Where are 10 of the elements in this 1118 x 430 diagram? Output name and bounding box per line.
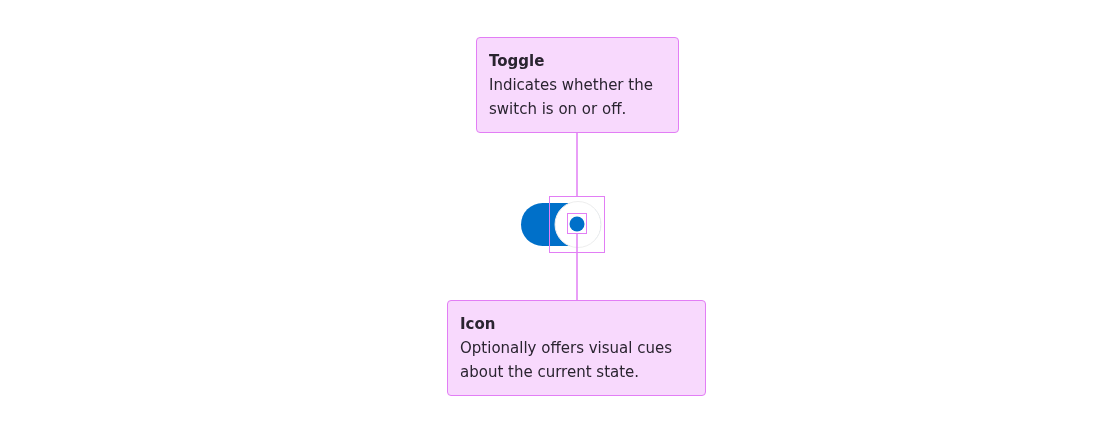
leader-line (576, 132, 578, 197)
callout-box (476, 37, 679, 133)
callout-title: Icon (460, 314, 497, 335)
leader-line (576, 233, 578, 301)
highlight-box (549, 196, 605, 253)
callout-description: Optionally offers visual cues about the current state. (460, 338, 673, 383)
callout-box (447, 300, 706, 396)
callout-description: Indicates whether the switch is on or off. (489, 75, 654, 120)
callout-title: Toggle (489, 51, 546, 72)
highlight-box (566, 212, 587, 234)
